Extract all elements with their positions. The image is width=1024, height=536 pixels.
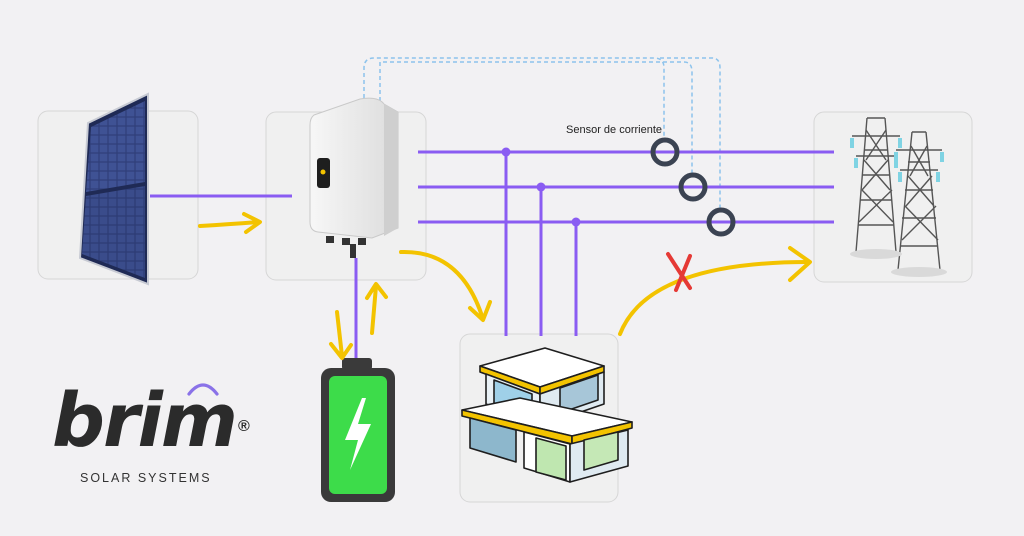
current-sensor-icon	[650, 137, 736, 237]
cross-mark-icon	[666, 252, 692, 292]
tower-base	[850, 249, 947, 277]
insulator-icons	[850, 138, 944, 182]
brand-tagline: SOLAR SYSTEMS	[80, 471, 212, 485]
battery-charging-icon	[321, 358, 395, 502]
brand-name: brim	[52, 378, 238, 464]
house-icon	[461, 347, 633, 483]
inverter-icon	[309, 97, 399, 258]
brand-logo: brim ® SOLAR SYSTEMS	[52, 378, 262, 498]
registered-mark: ®	[238, 418, 250, 435]
line-junctions	[501, 147, 581, 227]
sensor-wiring	[363, 57, 721, 210]
sensor-label: Sensor de corriente	[566, 124, 662, 136]
power-tower-icon	[852, 117, 942, 271]
grid-card	[813, 111, 973, 283]
solar-panel-icon	[78, 92, 149, 286]
power-lines	[150, 150, 834, 364]
logo-arc-icon	[187, 383, 219, 396]
